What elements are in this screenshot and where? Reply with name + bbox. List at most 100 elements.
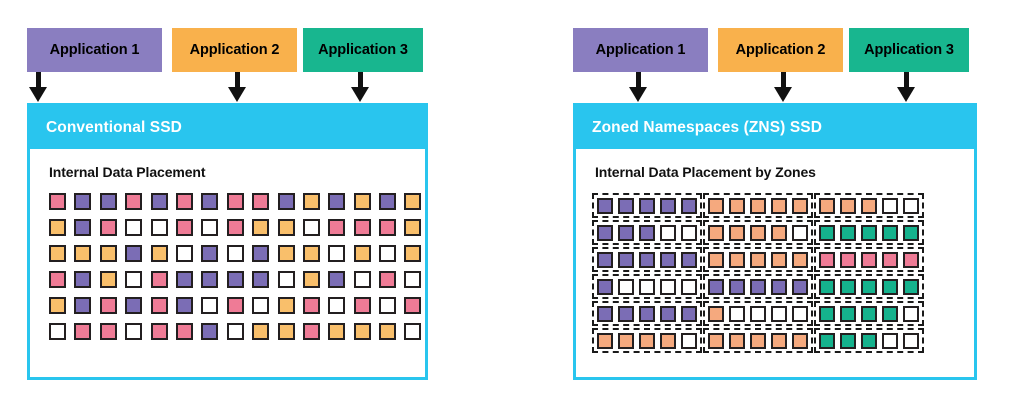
application-box-2[interactable]: Application 2 bbox=[172, 28, 297, 72]
zone-row bbox=[592, 301, 974, 326]
data-block bbox=[771, 251, 787, 268]
data-block bbox=[771, 332, 787, 349]
data-block bbox=[729, 332, 745, 349]
data-block bbox=[226, 219, 244, 236]
data-block bbox=[404, 323, 422, 340]
data-block bbox=[99, 193, 117, 210]
data-block bbox=[201, 297, 219, 314]
zone-group bbox=[814, 274, 924, 299]
data-block bbox=[226, 297, 244, 314]
data-block bbox=[150, 297, 168, 314]
data-block bbox=[353, 297, 371, 314]
data-block bbox=[750, 251, 766, 268]
data-block bbox=[861, 251, 877, 268]
arrow-stem bbox=[358, 72, 363, 90]
data-block bbox=[49, 323, 66, 340]
data-block bbox=[353, 245, 371, 262]
application-box-1[interactable]: Application 1 bbox=[27, 28, 162, 72]
data-block bbox=[404, 245, 422, 262]
data-block bbox=[681, 224, 697, 241]
data-block bbox=[125, 219, 143, 236]
data-block bbox=[819, 278, 835, 295]
zone-group bbox=[592, 220, 702, 245]
data-block bbox=[708, 224, 724, 241]
application-box-3[interactable]: Application 3 bbox=[303, 28, 423, 72]
data-block bbox=[99, 219, 117, 236]
data-block bbox=[252, 245, 270, 262]
data-block bbox=[792, 251, 808, 268]
data-block bbox=[750, 305, 766, 322]
application-box-2[interactable]: Application 2 bbox=[718, 28, 843, 72]
zone-group bbox=[814, 328, 924, 353]
ssd-header: Zoned Namespaces (ZNS) SSD bbox=[576, 106, 974, 149]
zone-group bbox=[814, 220, 924, 245]
data-block bbox=[379, 297, 397, 314]
data-block bbox=[708, 251, 724, 268]
data-block bbox=[639, 224, 655, 241]
data-block bbox=[840, 332, 856, 349]
data-block bbox=[74, 193, 92, 210]
data-block bbox=[840, 305, 856, 322]
application-box-1[interactable]: Application 1 bbox=[573, 28, 708, 72]
data-block bbox=[708, 305, 724, 322]
zone-group bbox=[592, 274, 702, 299]
data-block bbox=[750, 278, 766, 295]
data-block bbox=[861, 224, 877, 241]
data-block bbox=[618, 197, 634, 214]
data-block bbox=[597, 224, 613, 241]
data-block bbox=[99, 245, 117, 262]
zone-group bbox=[703, 247, 813, 272]
data-block bbox=[302, 271, 320, 288]
data-block bbox=[201, 193, 219, 210]
data-block bbox=[252, 271, 270, 288]
data-block bbox=[49, 245, 66, 262]
data-block bbox=[903, 278, 919, 295]
data-block bbox=[729, 251, 745, 268]
data-block bbox=[771, 224, 787, 241]
data-block bbox=[226, 323, 244, 340]
data-placement-row bbox=[49, 323, 425, 340]
arrow-head bbox=[29, 87, 47, 102]
zone-group bbox=[703, 274, 813, 299]
data-block bbox=[750, 197, 766, 214]
arrow-stem bbox=[36, 72, 41, 90]
arrow-stem bbox=[781, 72, 786, 90]
arrow-stem bbox=[636, 72, 641, 90]
data-block bbox=[353, 323, 371, 340]
data-block bbox=[379, 245, 397, 262]
zone-row bbox=[592, 220, 974, 245]
data-block bbox=[125, 245, 143, 262]
data-block bbox=[404, 271, 422, 288]
data-block bbox=[729, 197, 745, 214]
zone-group bbox=[703, 301, 813, 326]
data-block bbox=[226, 271, 244, 288]
data-block bbox=[882, 332, 898, 349]
data-block bbox=[792, 224, 808, 241]
data-block bbox=[861, 278, 877, 295]
data-block bbox=[252, 219, 270, 236]
data-block bbox=[353, 193, 371, 210]
data-block bbox=[302, 193, 320, 210]
data-placement-row bbox=[49, 245, 425, 262]
application-box-3[interactable]: Application 3 bbox=[849, 28, 969, 72]
data-block bbox=[639, 197, 655, 214]
data-block bbox=[597, 197, 613, 214]
data-block bbox=[861, 197, 877, 214]
data-block bbox=[639, 332, 655, 349]
data-block bbox=[201, 245, 219, 262]
data-block bbox=[819, 224, 835, 241]
data-block bbox=[681, 278, 697, 295]
ssd-body: Internal Data Placement bbox=[30, 149, 425, 340]
data-block bbox=[125, 193, 143, 210]
data-block bbox=[252, 297, 270, 314]
data-block bbox=[681, 332, 697, 349]
data-block bbox=[660, 332, 676, 349]
data-block bbox=[681, 251, 697, 268]
data-block bbox=[379, 271, 397, 288]
data-block bbox=[882, 224, 898, 241]
data-block bbox=[708, 278, 724, 295]
data-block bbox=[840, 251, 856, 268]
data-block bbox=[74, 245, 92, 262]
data-block bbox=[861, 332, 877, 349]
arrow-head bbox=[774, 87, 792, 102]
